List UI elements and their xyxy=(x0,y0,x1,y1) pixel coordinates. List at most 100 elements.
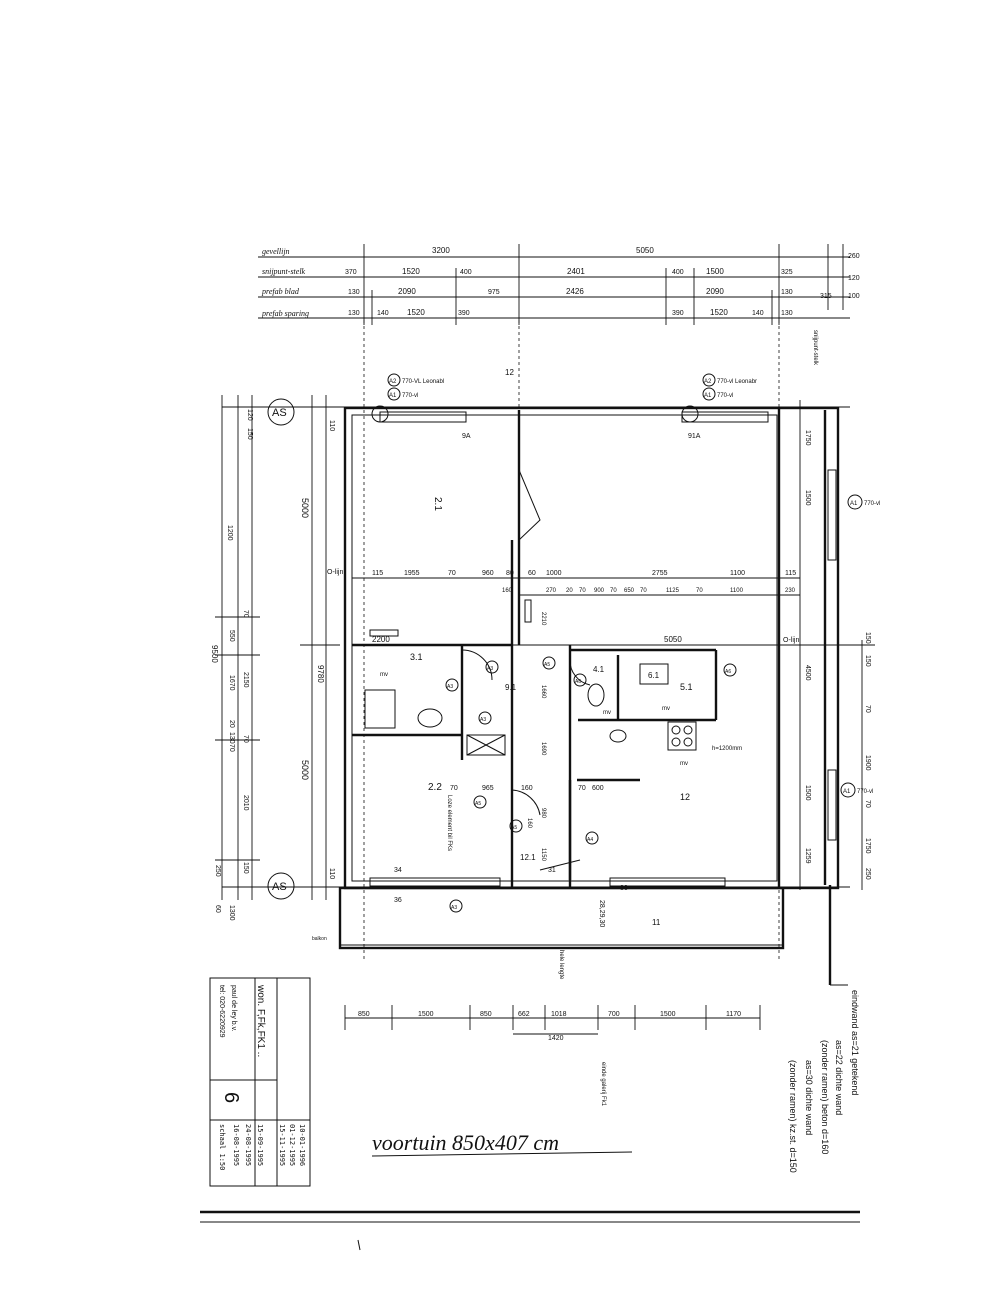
title-date-6: 16-08-1995 xyxy=(232,1124,240,1166)
mdim-r5-980: 980 xyxy=(540,808,546,819)
ldim-5000b: 5000 xyxy=(300,760,310,780)
mdim-115a: 115 xyxy=(372,570,383,577)
dim-1520c: 1520 xyxy=(710,308,728,317)
room-12-top: 12 xyxy=(505,368,514,377)
label-9a: 9A xyxy=(462,433,471,440)
bdim-1500b: 1500 xyxy=(660,1011,676,1018)
rdim-150a: 150 xyxy=(864,632,871,644)
ldim-250: 250 xyxy=(214,865,221,877)
label-mv-4: mv xyxy=(680,761,688,767)
ldim-1670: 1670 xyxy=(228,675,235,691)
room-3-1: 3.1 xyxy=(410,652,423,662)
label-31: 31 xyxy=(548,867,556,874)
dim-390b: 390 xyxy=(672,310,684,317)
tag-a1-side2-text: 770-vl xyxy=(857,789,873,795)
ldim-5000a: 5000 xyxy=(300,498,310,518)
tag-a1-left xyxy=(387,387,401,401)
label-loze-element: Loze element bil FKs xyxy=(446,795,452,851)
tag-a1-right xyxy=(702,387,716,401)
room-labels: 2.1 2.2 3.1 4.1 5.1 6.1 9.1 12.1 12 11 1… xyxy=(312,368,742,942)
code-a4-text: A4 xyxy=(587,837,593,843)
rdim-4500: 4500 xyxy=(804,665,811,681)
tag-a1-side1 xyxy=(847,494,863,510)
note-eindwand: eindwand as=21 getekend xyxy=(850,990,860,1095)
dim-1500: 1500 xyxy=(706,267,724,276)
ldim-60: 60 xyxy=(214,905,221,913)
mdim-r4-70: 70 xyxy=(578,785,586,792)
bdim-1018: 1018 xyxy=(551,1011,567,1018)
dim-325: 325 xyxy=(781,269,793,276)
label-einde-galerij: einde galerij Fk1 xyxy=(600,1062,606,1107)
code-a6-2-text: A6 xyxy=(575,679,581,685)
dim-140a: 140 xyxy=(377,310,389,317)
label-36a: 36 xyxy=(394,897,402,904)
room-11: 11 xyxy=(652,918,661,927)
dim-315: 315 xyxy=(820,293,832,300)
as-marker-bottom-label: AS xyxy=(272,881,287,893)
mdim-2755: 2755 xyxy=(652,570,668,577)
mdim-r2-70a: 70 xyxy=(579,588,586,594)
mdim-r2-70b: 70 xyxy=(610,588,617,594)
room-2-2: 2.2 xyxy=(428,782,442,793)
rdim-1500a: 1500 xyxy=(804,490,811,506)
mdim-r5-2210: 2210 xyxy=(540,612,546,626)
ldim-70a: 70 xyxy=(242,610,249,618)
dim-5050: 5050 xyxy=(636,246,654,255)
windows xyxy=(369,411,837,887)
rdim-250: 250 xyxy=(864,868,871,880)
tag-a1-side1-code: A1 xyxy=(850,501,858,507)
tag-a2-right-code: A2 xyxy=(704,379,712,385)
toilet-icon xyxy=(587,683,605,707)
title-date-3: 15-11-1995 xyxy=(278,1124,286,1166)
mdim-r2-160: 160 xyxy=(502,588,513,594)
interior-dimensions: O-lijn O-lijn 115 1955 70 960 80 60 1000… xyxy=(327,569,800,862)
code-a3-1 xyxy=(485,660,499,674)
tag-a1-side2 xyxy=(840,782,856,798)
label-mv-2: mv xyxy=(603,710,611,716)
ldim-9500: 9500 xyxy=(210,645,219,663)
label-36b: 36 xyxy=(620,885,628,892)
code-a3-2 xyxy=(445,678,459,692)
mdim-r2-900: 900 xyxy=(594,588,605,594)
rdim-1900: 1900 xyxy=(864,755,871,771)
code-a6-2 xyxy=(573,673,587,687)
mdim-r2-270: 270 xyxy=(546,588,557,594)
title-date-4: 15-09-1995 xyxy=(256,1124,264,1166)
label-hele-lengte: hele lengte xyxy=(558,950,564,980)
title-date-1: 10-01-1996 xyxy=(298,1124,306,1166)
axis-markers: AS AS xyxy=(267,398,295,900)
side-notes: eindwand as=21 getekend as=22 dichte wan… xyxy=(788,984,860,1173)
mdim-r2-20: 20 xyxy=(566,588,573,594)
code-a6-1 xyxy=(723,663,737,677)
mdim-5050: 5050 xyxy=(664,635,682,644)
code-a3-3-text: A3 xyxy=(480,717,486,723)
title-date-5: 24-08-1995 xyxy=(244,1124,252,1166)
label-balkon: balkon xyxy=(312,936,327,942)
sink-icon xyxy=(609,729,627,743)
stove-icon xyxy=(667,721,697,751)
code-a3-2-text: A3 xyxy=(447,684,453,690)
handwritten-voortuin: voortuin 850x407 cm xyxy=(372,1130,559,1155)
mdim-1955: 1955 xyxy=(404,570,420,577)
note-as22: as=22 dichte wand xyxy=(834,1040,844,1115)
dim-260: 260 xyxy=(848,253,860,260)
label-28-29-30: 28,29,30 xyxy=(598,900,605,927)
dim-130a: 130 xyxy=(348,289,360,296)
rdim-1259: 1259 xyxy=(804,848,811,864)
room-12-1: 12.1 xyxy=(520,853,536,862)
mdim-80: 80 xyxy=(506,570,514,577)
tag-a1-side1-text: 770-vl xyxy=(864,501,880,507)
code-a4 xyxy=(585,831,599,845)
dim-400b: 400 xyxy=(672,269,684,276)
dim-2090a: 2090 xyxy=(398,287,416,296)
mdim-60: 60 xyxy=(528,570,536,577)
code-a5-3 xyxy=(509,819,523,833)
tag-a1-side2-code: A1 xyxy=(843,789,851,795)
label-h1200: h=1200mm xyxy=(712,746,742,752)
ldim-1300: 1300 xyxy=(228,905,235,921)
note-as30: as=30 dichte wand xyxy=(804,1060,814,1135)
dim-2090b: 2090 xyxy=(706,287,724,296)
ldim-70c: 70 xyxy=(228,744,235,752)
mdim-70: 70 xyxy=(448,570,456,577)
washbasin-icon xyxy=(417,708,443,728)
